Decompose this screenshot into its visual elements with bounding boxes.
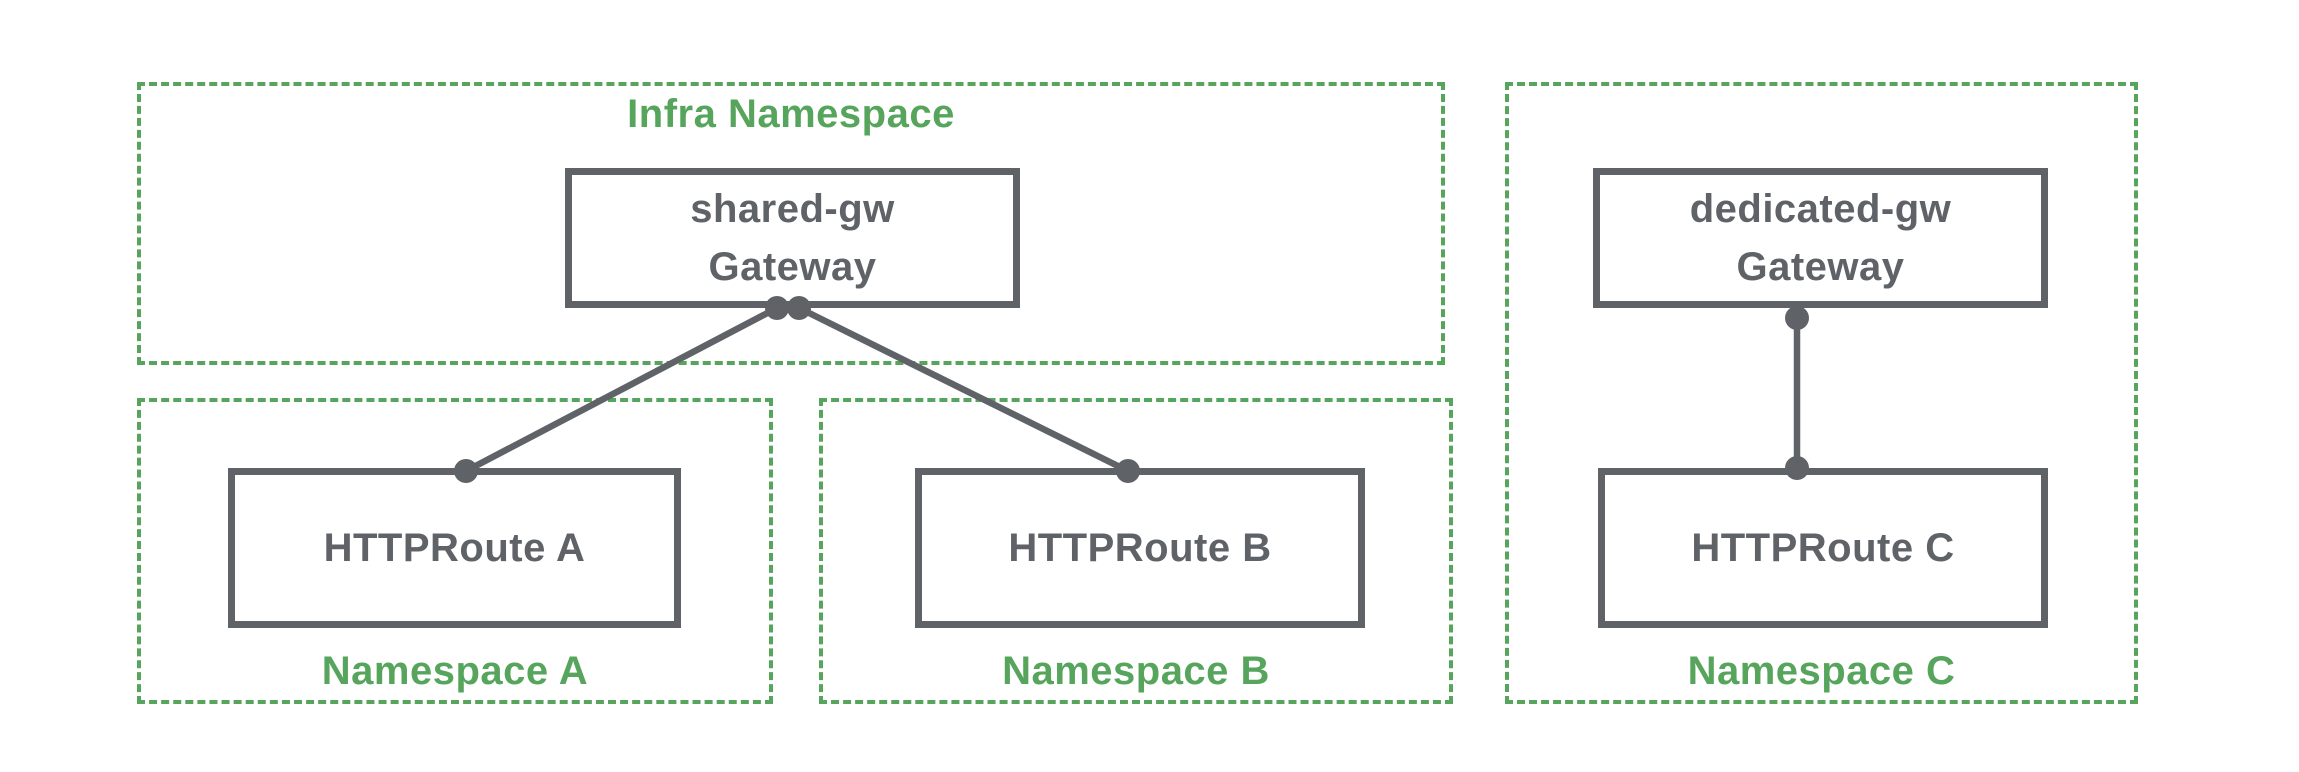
namespace-label-b: Namespace B <box>1002 649 1270 693</box>
namespace-box-c: Namespace C <box>1505 82 2138 704</box>
node-httproute-c-label: HTTPRoute C <box>1691 526 1955 570</box>
node-dedicated-gw-kind: Gateway <box>1736 245 1905 289</box>
namespace-label-a: Namespace A <box>321 649 589 693</box>
node-shared-gw-kind: Gateway <box>708 245 877 289</box>
namespace-box-a: Namespace A <box>137 398 773 704</box>
node-dedicated-gw-gateway: dedicated-gw Gateway <box>1593 168 2048 308</box>
namespace-box-b: Namespace B <box>819 398 1453 704</box>
node-shared-gw-gateway: shared-gw Gateway <box>565 168 1020 308</box>
namespace-box-infra: Infra Namespace <box>137 82 1445 365</box>
node-dedicated-gw-name: dedicated-gw <box>1689 187 1952 231</box>
node-httproute-b-label: HTTPRoute B <box>1008 526 1272 570</box>
node-httproute-a-label: HTTPRoute A <box>323 526 586 570</box>
node-httproute-a: HTTPRoute A <box>228 468 681 628</box>
namespace-label-c: Namespace C <box>1687 649 1956 693</box>
node-httproute-c: HTTPRoute C <box>1598 468 2048 628</box>
node-shared-gw-name: shared-gw <box>690 187 895 231</box>
node-httproute-b: HTTPRoute B <box>915 468 1365 628</box>
namespace-label-infra: Infra Namespace <box>627 92 955 136</box>
